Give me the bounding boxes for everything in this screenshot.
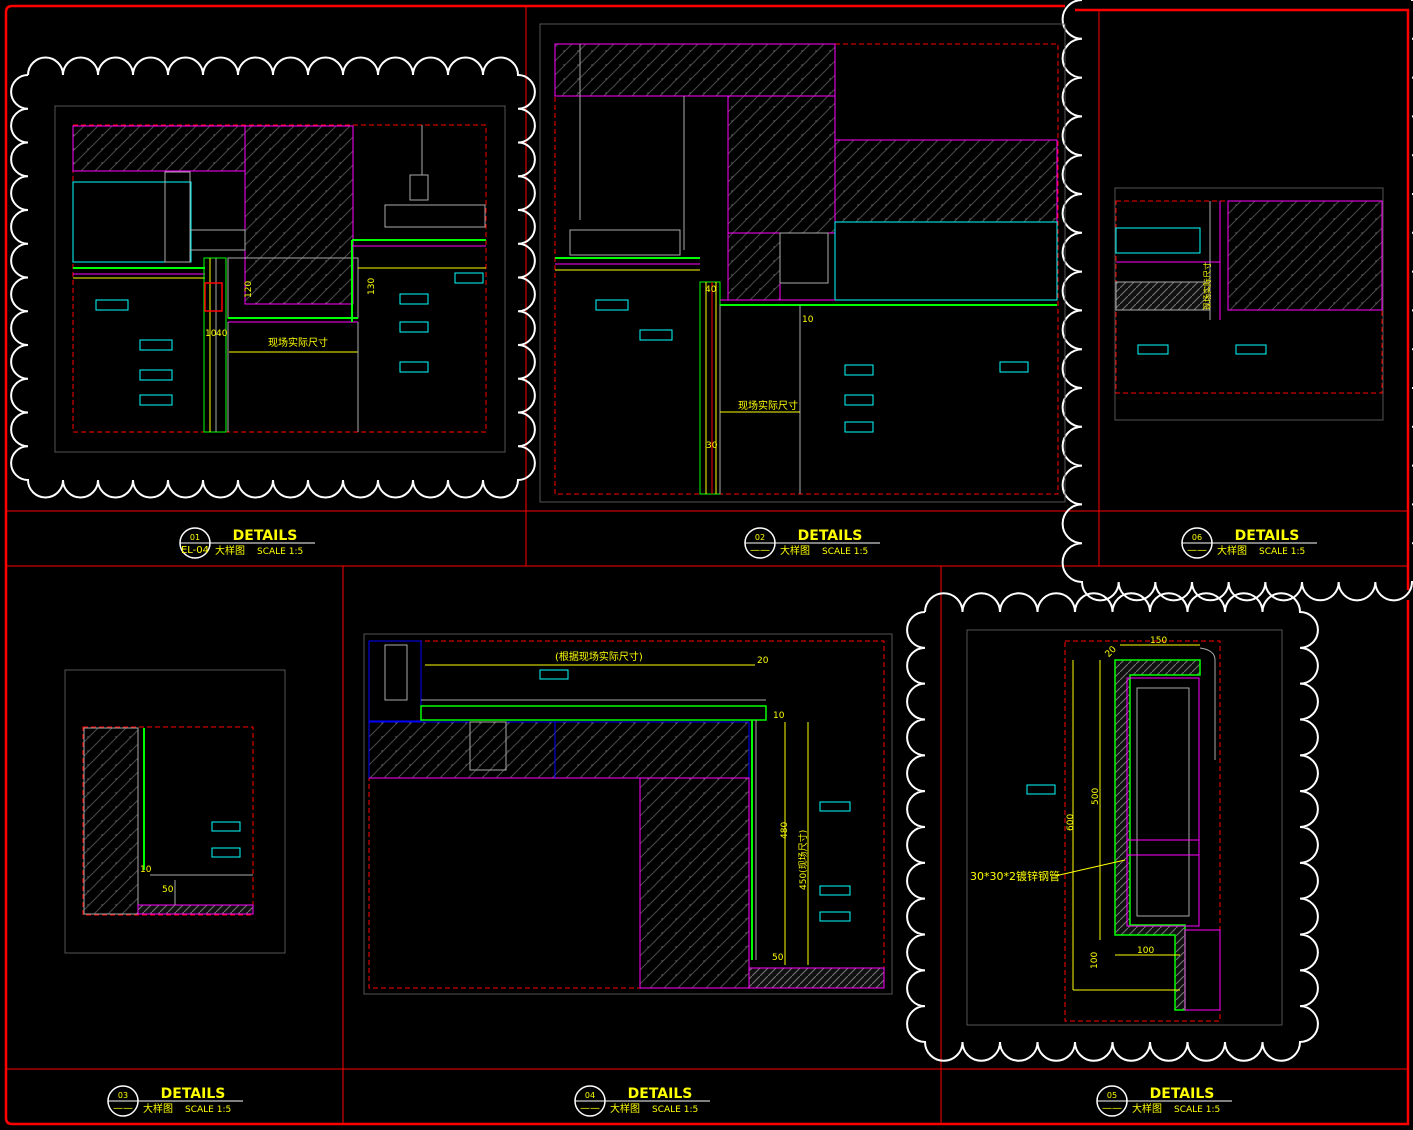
detail-01-drawing: 现场实际尺寸 120 130 10 40: [54, 105, 506, 453]
detail-scale: SCALE 1:5: [185, 1105, 231, 1115]
detail-title: DETAILS: [798, 528, 863, 544]
p5-dim-100-vertical: 100: [1090, 952, 1100, 969]
p1-dim-130: 130: [367, 278, 377, 295]
p5-dim-150: 150: [1150, 636, 1167, 646]
p4-site-size-2: 450(现场尺寸): [797, 830, 809, 890]
detail-subtitle: 大样图: [780, 544, 810, 557]
detail-number: 04: [585, 1091, 595, 1100]
p5-dim-500: 500: [1091, 788, 1101, 805]
detail-subtitle: 大样图: [1132, 1102, 1162, 1115]
detail-title: DETAILS: [161, 1086, 226, 1102]
detail-title: DETAILS: [628, 1086, 693, 1102]
revision-cloud: [10, 56, 536, 499]
sheet-frame: [4, 4, 1410, 1126]
p3-dim-50: 50: [162, 885, 174, 895]
detail-number: 01: [190, 533, 200, 542]
detail-title: DETAILS: [1235, 528, 1300, 544]
detail-number: 03: [118, 1091, 128, 1100]
detail-title: DETAILS: [233, 528, 298, 544]
detail-subtitle: 大样图: [1217, 544, 1247, 557]
detail-title: DETAILS: [1150, 1086, 1215, 1102]
detail-scale: SCALE 1:5: [1174, 1105, 1220, 1115]
detail-scale: SCALE 1:5: [652, 1105, 698, 1115]
detail-04-drawing: (根据现场实际尺寸) 20 10 480 450(现场尺寸) 50: [363, 633, 893, 995]
p4-site-size-1: (根据现场实际尺寸): [555, 650, 643, 663]
p6-site-size-label: 现场实际尺寸: [1202, 262, 1212, 310]
detail-06-drawing: 现场实际尺寸: [1114, 187, 1384, 421]
p2-dim-40: 40: [705, 285, 717, 295]
detail-ref: ——: [580, 1103, 600, 1114]
detail-number: 02: [755, 533, 765, 542]
detail-ref: ——: [1102, 1103, 1122, 1114]
p5-dim-20: 20: [1104, 644, 1119, 659]
p5-dim-600: 600: [1066, 814, 1076, 831]
p5-steel-pipe-label: 30*30*2镀锌钢管: [970, 869, 1060, 883]
p2-dim-30: 30: [706, 441, 718, 451]
p1-site-size-label: 现场实际尺寸: [268, 336, 328, 349]
detail-scale: SCALE 1:5: [822, 547, 868, 557]
detail-ref: ——: [750, 545, 770, 556]
panel-dividers: [6, 6, 1408, 1124]
revision-clouds: [10, 0, 1413, 1062]
detail-scale: SCALE 1:5: [1259, 547, 1305, 557]
p1-dim-40: 40: [216, 329, 228, 339]
p4-dim-50: 50: [772, 953, 784, 963]
detail-subtitle: 大样图: [143, 1102, 173, 1115]
p2-site-size-label: 现场实际尺寸: [738, 399, 798, 412]
detail-ref: ——: [113, 1103, 133, 1114]
p5-dim-100-horizontal: 100: [1137, 946, 1154, 956]
p3-dim-10: 10: [140, 865, 152, 875]
p4-dim-20: 20: [757, 656, 769, 666]
detail-03-drawing: 50 10: [64, 669, 286, 954]
p1-dim-120: 120: [244, 281, 254, 298]
detail-number: 05: [1107, 1091, 1117, 1100]
detail-02-drawing: 现场实际尺寸 30 40 10: [539, 23, 1066, 503]
detail-number: 06: [1192, 533, 1202, 542]
revision-cloud: [906, 592, 1319, 1062]
p2-dim-10: 10: [802, 315, 814, 325]
p1-dim-10: 10: [205, 329, 217, 339]
p4-dim-480: 480: [780, 822, 790, 839]
detail-ref: EL-04: [181, 545, 209, 556]
detail-scale: SCALE 1:5: [257, 547, 303, 557]
detail-ref: ——: [1187, 545, 1207, 556]
detail-05-drawing: 30*30*2镀锌钢管 150 500 600 100 100 20: [966, 629, 1283, 1026]
p4-dim-10: 10: [773, 711, 785, 721]
detail-subtitle: 大样图: [215, 544, 245, 557]
detail-subtitle: 大样图: [610, 1102, 640, 1115]
revision-cloud: [1061, 0, 1413, 602]
